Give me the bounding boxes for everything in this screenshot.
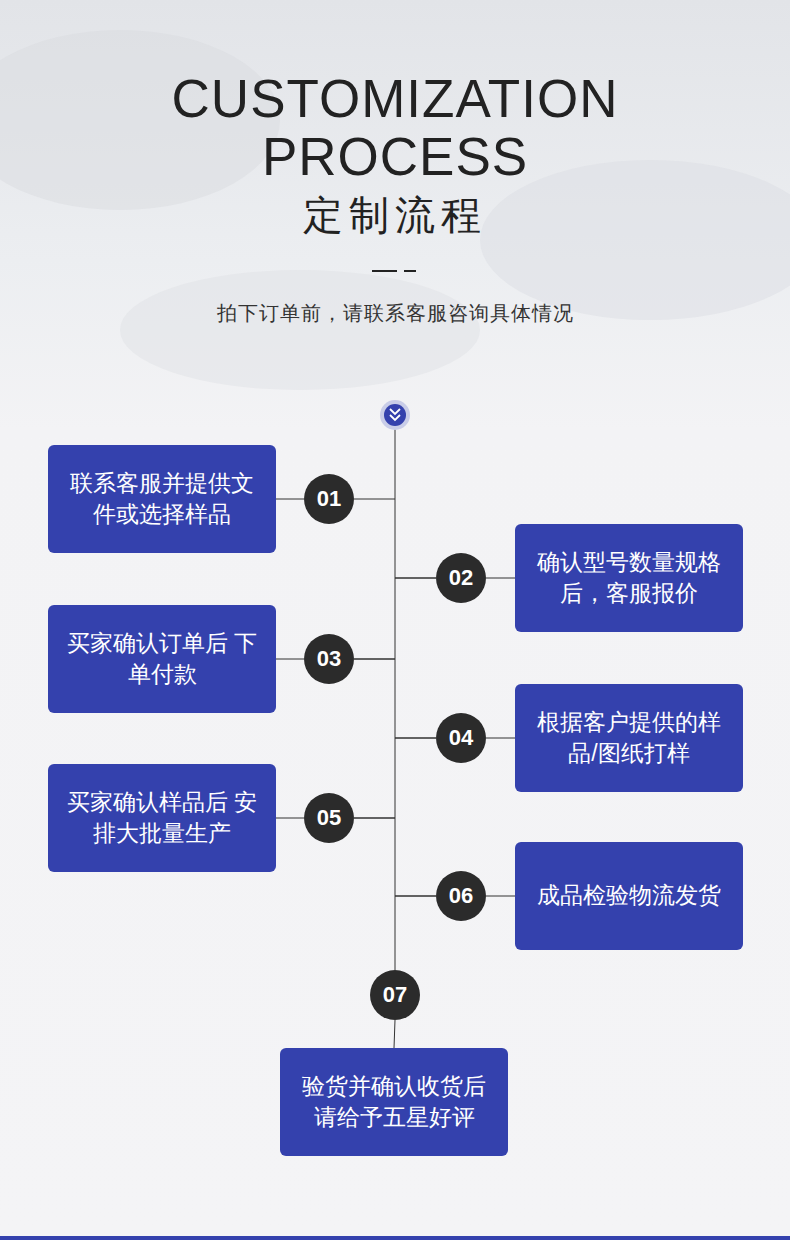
step-number: 01 [304,474,354,524]
step-number: 05 [304,793,354,843]
note-text: 拍下订单前，请联系客服咨询具体情况 [0,298,790,328]
box-text: 买家确认订单后 下单付款 [62,628,262,690]
subtitle-cn: 定制流程 [0,190,790,240]
box-text: 成品检验物流发货 [537,880,721,911]
connector [394,1020,395,1048]
bottom-bar [0,1236,790,1240]
box-text: 确认型号数量规格 后，客服报价 [529,547,729,609]
connector [395,896,436,970]
process-box: 买家确认订单后 下单付款 [48,605,276,713]
connector [354,499,436,578]
step-number: 06 [436,871,486,921]
step-number-text: 07 [383,984,407,1006]
connector [486,896,515,897]
step-number-text: 05 [317,807,341,829]
box-text: 联系客服并提供文 件或选择样品 [62,468,262,530]
photo-blur [120,270,480,390]
box-text: 买家确认样品后 安排大批量生产 [62,787,262,849]
process-box: 买家确认样品后 安排大批量生产 [48,764,276,872]
connector [354,818,436,896]
connector [354,659,436,738]
step-number: 02 [436,553,486,603]
box-text: 验货并确认收货后 请给予五星好评 [294,1071,494,1133]
chevron [390,415,400,420]
step-number-text: 03 [317,648,341,670]
step-number-text: 04 [449,727,473,749]
connector [486,738,515,739]
connector [276,659,304,660]
box-text: 根据客户提供的样 品/图纸打样 [529,707,729,769]
connector [486,578,515,579]
process-box: 联系客服并提供文 件或选择样品 [48,445,276,553]
connector [354,578,436,659]
step-number-text: 06 [449,885,473,907]
step-number-text: 02 [449,567,473,589]
process-box: 成品检验物流发货 [515,842,743,950]
title-dash [372,270,397,272]
process-box: 验货并确认收货后 请给予五星好评 [280,1048,508,1156]
step-number-text: 01 [317,488,341,510]
chevron-icon [384,404,406,426]
step-number: 03 [304,634,354,684]
chevron-ring [380,400,410,430]
chevron [390,409,400,414]
process-box: 根据客户提供的样 品/图纸打样 [515,684,743,792]
title-dash [404,270,416,272]
page-title: CUSTOMIZATION PROCESS [115,70,675,186]
connector [276,818,304,819]
step-number: 04 [436,713,486,763]
connector [354,738,436,818]
step-number: 07 [370,970,420,1020]
connector [276,499,304,500]
process-box: 确认型号数量规格 后，客服报价 [515,524,743,632]
spine-line [395,429,396,499]
